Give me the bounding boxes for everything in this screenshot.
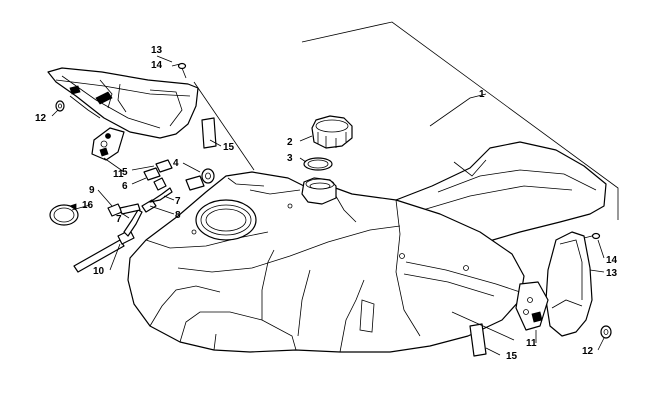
tank-fittings xyxy=(143,159,215,191)
callout-1: 1 xyxy=(479,89,485,100)
callout-labels: 1 2 3 4 5 6 7 8 9 7 10 16 11 12 13 14 15… xyxy=(35,45,618,362)
callout-11-right: 11 xyxy=(526,338,537,349)
gas-cap xyxy=(311,115,353,149)
right-shroud xyxy=(545,231,593,337)
callout-15-right: 15 xyxy=(506,351,518,362)
callout-14-left: 14 xyxy=(151,60,163,71)
leader-lines xyxy=(51,55,605,356)
cap-gasket xyxy=(303,157,333,171)
left-grommet xyxy=(55,100,65,112)
callout-14-right: 14 xyxy=(606,255,618,266)
callout-7-upper: 7 xyxy=(175,196,181,207)
callout-6: 6 xyxy=(122,181,128,192)
callout-9: 9 xyxy=(89,185,95,196)
fuel-tank xyxy=(127,141,607,353)
left-shroud xyxy=(47,67,199,139)
tank-bracket-line xyxy=(301,21,619,220)
callout-15-left: 15 xyxy=(223,142,235,153)
callout-2: 2 xyxy=(287,137,293,148)
callout-13-left: 13 xyxy=(151,45,163,56)
callout-13-right: 13 xyxy=(606,268,618,279)
callout-12-right: 12 xyxy=(582,346,594,357)
right-bracket xyxy=(515,281,549,331)
left-bracket xyxy=(91,127,125,161)
callout-16: 16 xyxy=(82,200,94,211)
hose-clamp xyxy=(49,203,79,226)
callout-11-left: 11 xyxy=(113,169,124,180)
right-grommet xyxy=(600,325,612,339)
right-pad xyxy=(469,323,487,357)
callout-8: 8 xyxy=(175,210,181,221)
callout-7-lower: 7 xyxy=(116,214,122,225)
callout-12-left: 12 xyxy=(35,113,47,124)
vent-hose-assembly xyxy=(73,187,173,273)
right-screw xyxy=(583,232,601,240)
left-screw xyxy=(177,62,187,79)
callout-5: 5 xyxy=(122,167,128,178)
callout-4: 4 xyxy=(173,158,179,169)
callout-10: 10 xyxy=(93,266,105,277)
left-pad xyxy=(201,117,217,149)
callout-3: 3 xyxy=(287,153,293,164)
